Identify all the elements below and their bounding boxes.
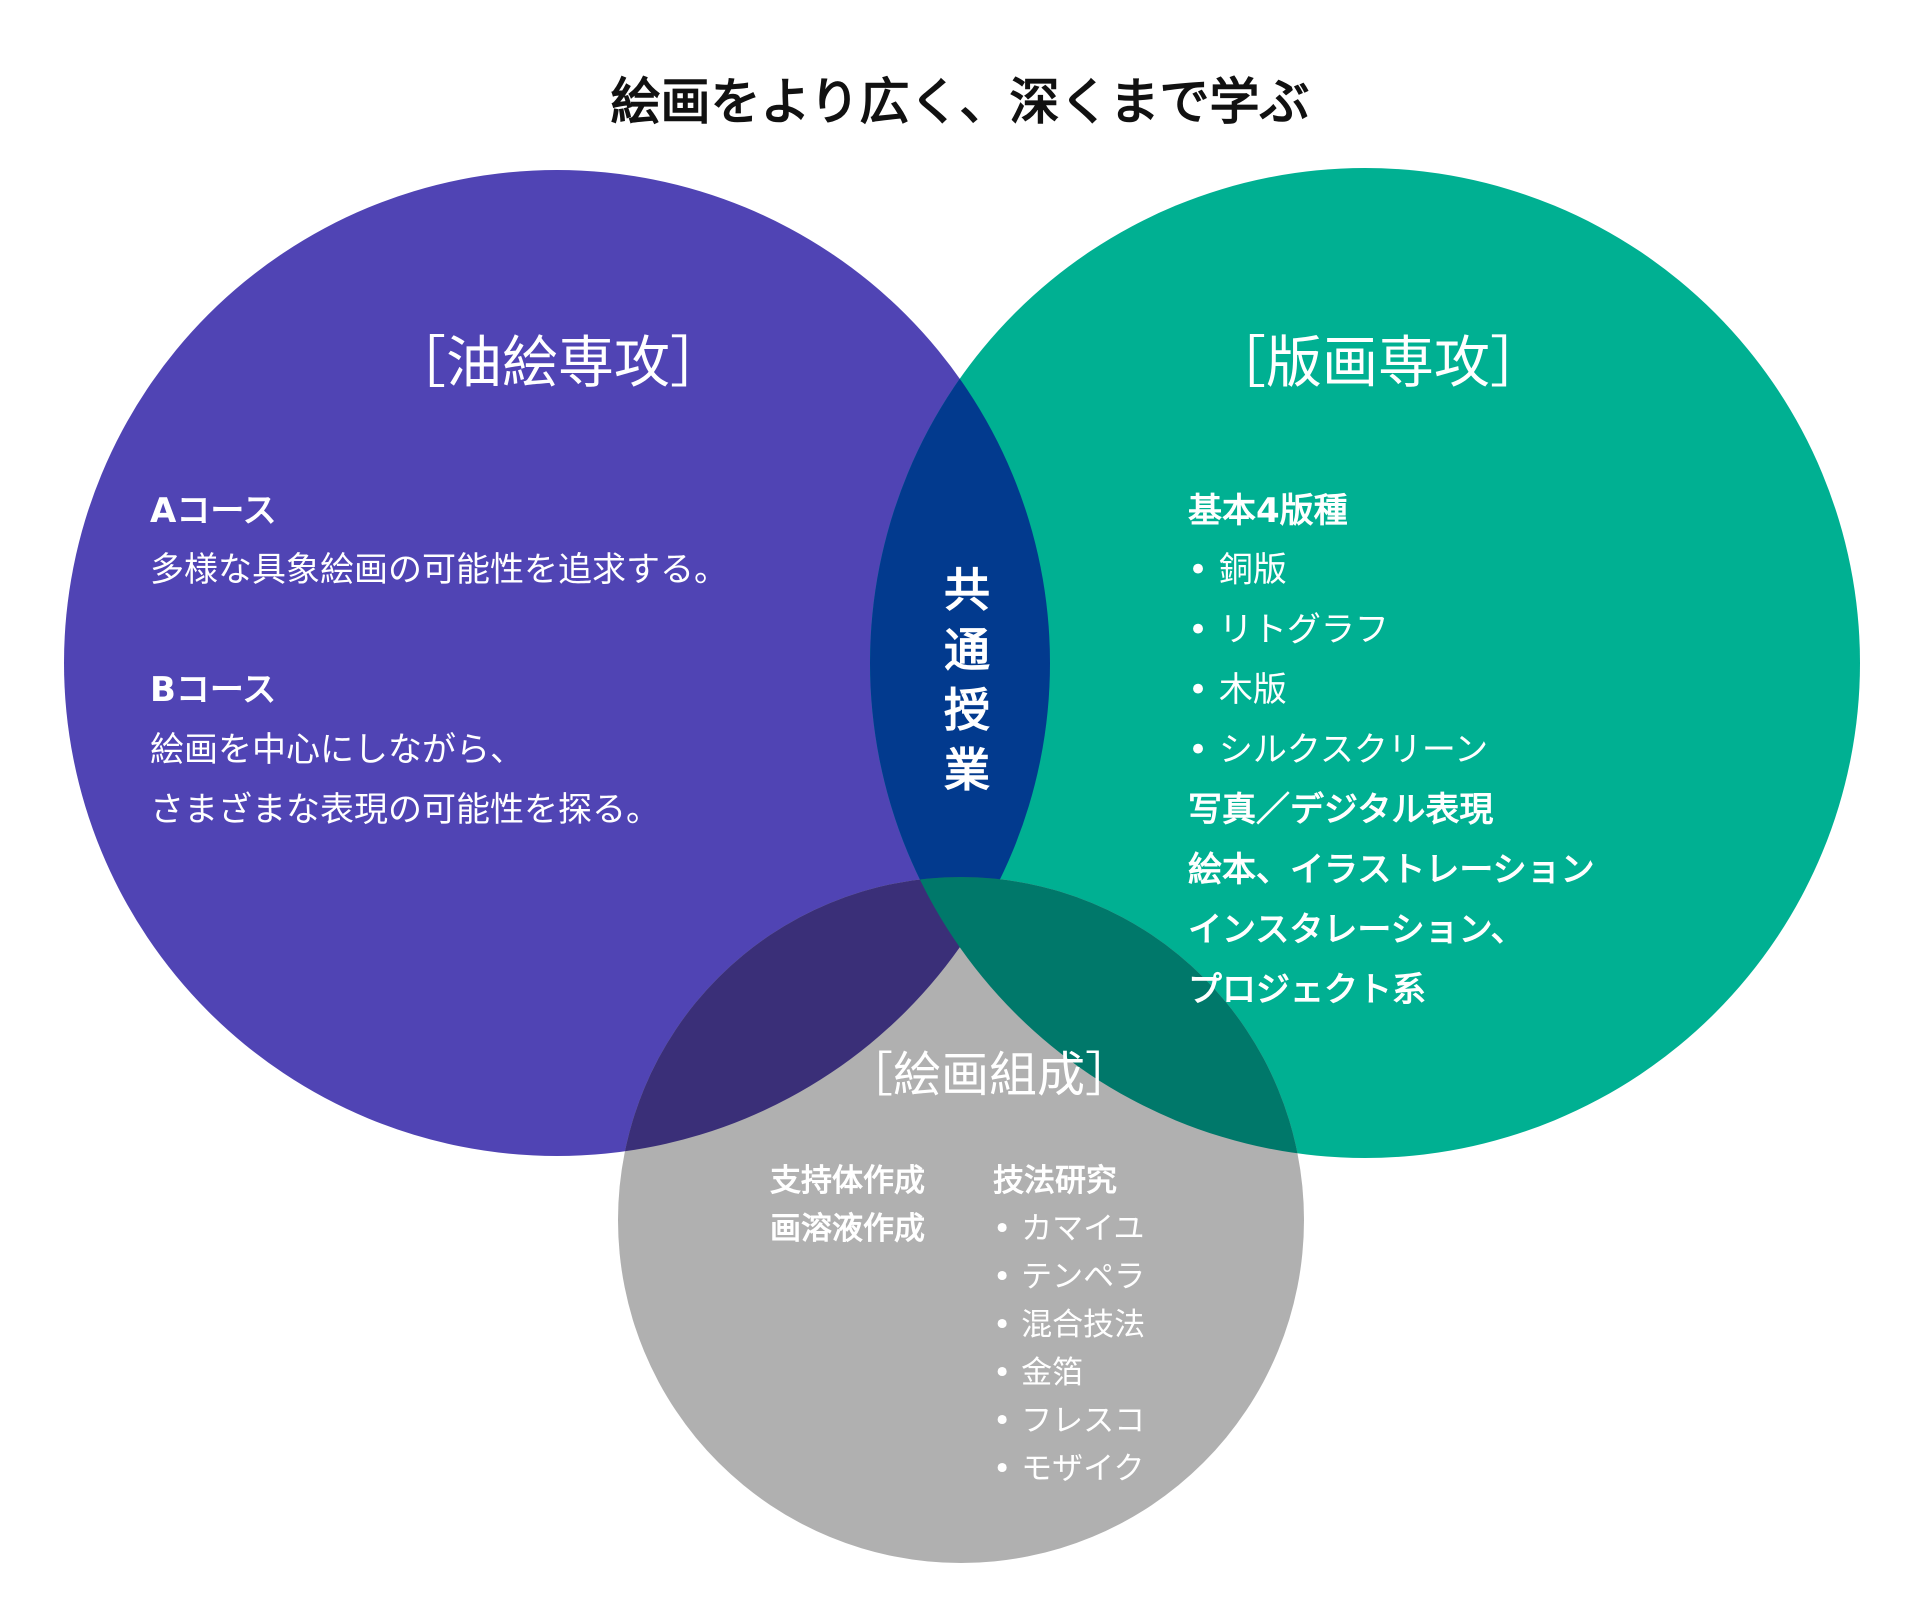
common-courses-label: 共通授業	[944, 563, 990, 797]
technique-item: • フレスコ	[993, 1403, 1146, 1439]
technique-item: • 金箔	[993, 1355, 1084, 1391]
course-b-description-line-1: 絵画を中心にしながら、	[150, 730, 524, 770]
basic-plate-item: • 木版	[1188, 670, 1287, 710]
print-other-item: 絵本、イラストレーション	[1188, 850, 1595, 890]
technique-item: • モザイク	[993, 1451, 1145, 1487]
basic-plates-heading: 基本4版種	[1188, 491, 1348, 531]
course-b-description-line-2: さまざまな表現の可能性を探る。	[150, 790, 660, 830]
composition-left-item: 支持体作成	[770, 1163, 925, 1199]
course-a-name: Aコース	[150, 491, 277, 531]
printmaking-circle	[870, 168, 1860, 1158]
overlap-print-composition	[870, 877, 1304, 1158]
basic-plate-item: • リトグラフ	[1188, 610, 1389, 650]
print-other-item: インスタレーション、	[1188, 910, 1525, 950]
print-other-item: 写真／デジタル表現	[1188, 790, 1494, 830]
course-b-name: Bコース	[150, 670, 277, 710]
composition-left-item: 画溶液作成	[770, 1211, 925, 1247]
technique-item: • テンペラ	[993, 1259, 1146, 1295]
main-title: 絵画をより広く、深くまで学ぶ	[610, 73, 1310, 131]
oil-painting-circle	[64, 170, 1050, 1156]
technique-item: • カマイユ	[993, 1211, 1145, 1247]
composition-title: ［絵画組成］	[845, 1047, 1134, 1103]
basic-plate-item: • シルクスクリーン	[1188, 730, 1489, 770]
oil-painting-title: ［油絵専攻］	[390, 331, 726, 396]
overlap-oil-composition	[618, 877, 1050, 1156]
printmaking-title: ［版画専攻］	[1210, 331, 1546, 396]
basic-plate-item: • 銅版	[1188, 550, 1287, 590]
print-other-item: プロジェクト系	[1188, 970, 1426, 1010]
course-a-description: 多様な具象絵画の可能性を追求する。	[150, 550, 728, 590]
technique-item: • 混合技法	[993, 1307, 1146, 1343]
technique-heading: 技法研究	[993, 1163, 1117, 1199]
